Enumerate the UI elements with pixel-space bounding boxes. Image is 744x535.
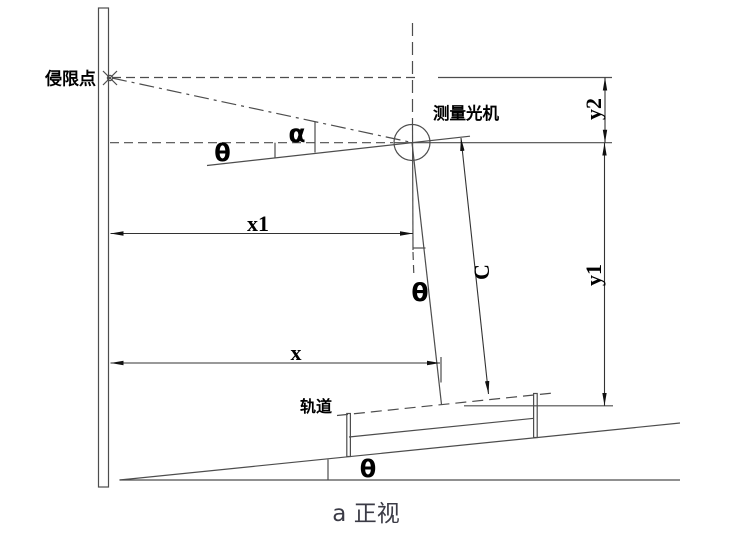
x1-dimension-label: x1 [247, 211, 269, 236]
right-rail [532, 392, 538, 439]
left-rail [346, 412, 351, 458]
optical-machine-label: 测量光机 [433, 103, 500, 123]
diagram-labels: 侵限点 测量光机 轨道 x1 x y2 y1 C θ α θ θ [44, 69, 606, 484]
vertical-centerline-lower [412, 251, 415, 275]
c-dimension-line [460, 137, 490, 395]
wall-pole [97, 7, 110, 488]
rail-top-plane-dashed-line [336, 392, 554, 417]
y1-dimension-label: y1 [581, 264, 606, 286]
theta-plumb-label: θ [411, 278, 428, 307]
figure-caption: a 正视 [332, 501, 399, 527]
sight-line-to-intrusion-point [111, 77, 413, 144]
object-lines [97, 7, 681, 488]
tilted-plumb-line [411, 142, 443, 405]
track-label: 轨道 [300, 397, 332, 416]
track-bed-top-edge [348, 417, 535, 438]
theta-slope-label: θ [360, 455, 377, 483]
dimension-lines [110, 77, 608, 406]
intrusion-point-label: 侵限点 [44, 69, 96, 90]
x-dimension-label: x [291, 340, 302, 365]
alpha-label: α [288, 119, 305, 148]
instrument-axis-line [206, 135, 471, 167]
slope-incline-line [119, 422, 681, 481]
c-dimension-label: C [469, 264, 494, 280]
y2-dimension-label: y2 [581, 98, 606, 120]
theta-sight-label: θ [214, 139, 231, 167]
